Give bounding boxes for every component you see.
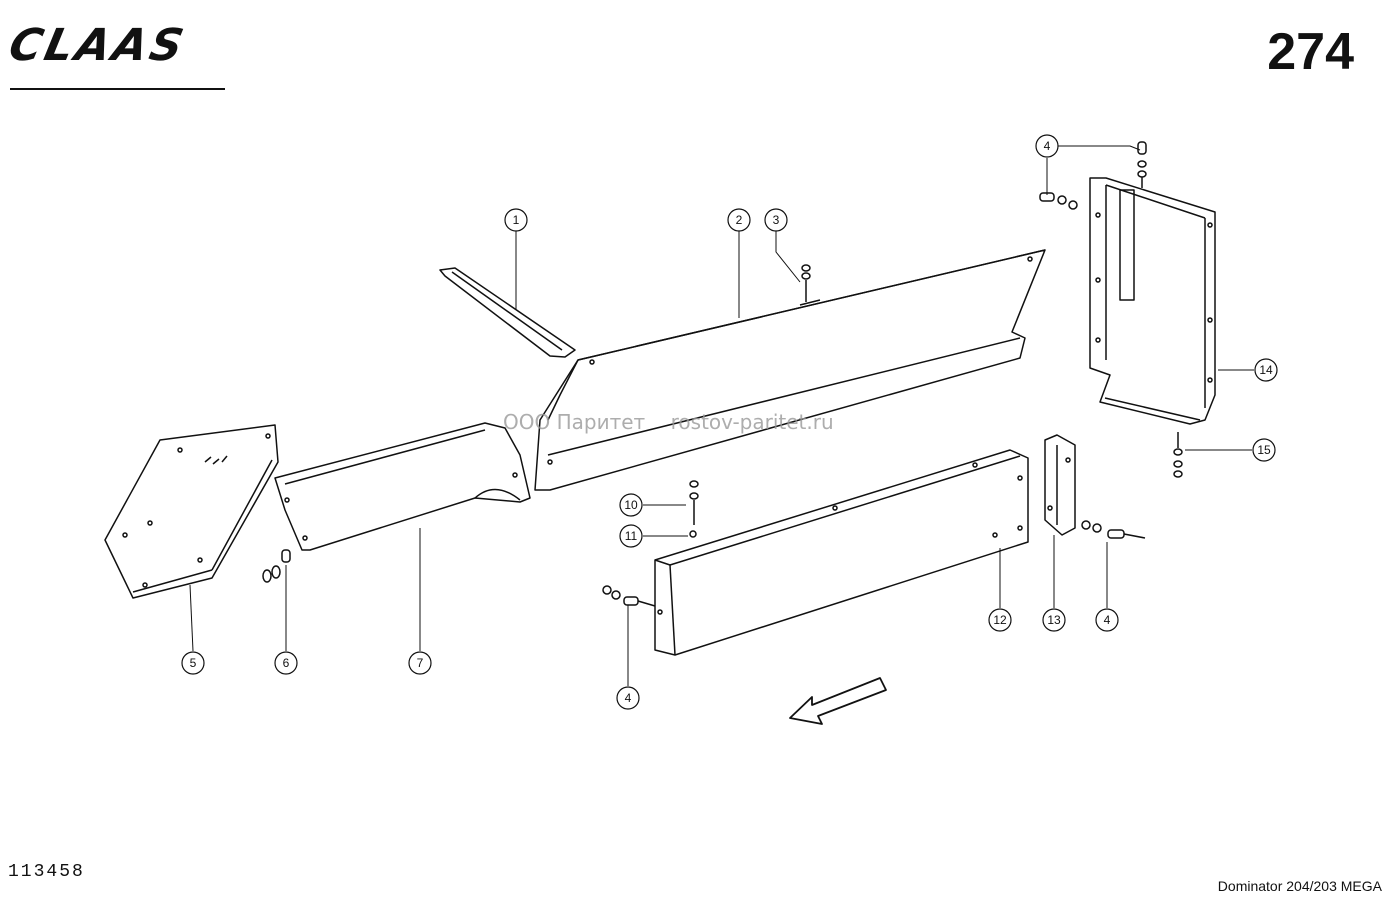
watermark: ООО Паритет rostov-paritet.ru: [503, 410, 834, 434]
callout-5: 5: [190, 656, 197, 670]
part-6-fasteners: [262, 549, 291, 583]
callout-circle-1: [504, 208, 528, 232]
callout-3: 3: [773, 213, 780, 227]
part-1-strut: [439, 267, 576, 358]
callout-circle-14: [1254, 358, 1278, 382]
callout-circle-2: [727, 208, 751, 232]
callout-circle-4-top: [1035, 134, 1059, 158]
callout-circle-12: [988, 608, 1012, 632]
part-13-bracket: [1044, 434, 1076, 536]
part-2-upper-cover: [534, 249, 1046, 491]
part-4-fasteners-right: [1081, 520, 1146, 539]
callout-15: 15: [1257, 443, 1271, 457]
part-14-upright-panel: [1089, 177, 1216, 425]
callout-4-right: 4: [1104, 613, 1111, 627]
callout-circle-7: [408, 651, 432, 675]
watermark-site: rostov-paritet.ru: [670, 410, 834, 434]
callout-4-top: 4: [1044, 139, 1051, 153]
callout-2: 2: [736, 213, 743, 227]
callout-circle-4-right: [1095, 608, 1119, 632]
callout-1: 1: [513, 213, 520, 227]
part-4-fasteners-left: [602, 585, 656, 607]
page-number: 274: [1267, 23, 1354, 81]
callout-10: 10: [624, 498, 638, 512]
callout-6: 6: [283, 656, 290, 670]
callout-circle-13: [1042, 608, 1066, 632]
callout-circle-15: [1252, 438, 1276, 462]
callout-circle-4-bottom: [616, 686, 640, 710]
part-15-bolt: [1173, 432, 1183, 478]
logo-underline: [10, 88, 225, 90]
callout-labels: 1 2 3 4 14 15 5 6 7 10 11 4 12 13 4: [190, 139, 1273, 705]
drawing-number: 113458: [8, 862, 85, 882]
callout-14: 14: [1259, 363, 1273, 377]
callout-circles: [181, 134, 1278, 710]
leader-lines: [189, 145, 1254, 686]
callout-13: 13: [1047, 613, 1061, 627]
model-label: Dominator 204/203 MEGA: [1217, 878, 1382, 894]
callout-circle-3: [764, 208, 788, 232]
callout-circle-11: [619, 524, 643, 548]
part-10-11-bolt-stack: [689, 480, 699, 538]
watermark-company: ООО Паритет: [503, 410, 646, 434]
callout-circle-10: [619, 493, 643, 517]
callout-11: 11: [625, 529, 638, 543]
callout-circle-5: [181, 651, 205, 675]
callout-circle-6: [274, 651, 298, 675]
claas-logo: CLAAS: [5, 14, 230, 90]
callout-7: 7: [417, 656, 424, 670]
part-3-bolt: [801, 264, 811, 302]
travel-direction-arrow: [789, 677, 887, 725]
callout-4-bottom: 4: [625, 691, 632, 705]
part-7-lower-panel: [274, 422, 531, 551]
part-5-plate: [104, 424, 279, 599]
part-12-beam: [654, 449, 1029, 656]
callout-12: 12: [993, 613, 1007, 627]
